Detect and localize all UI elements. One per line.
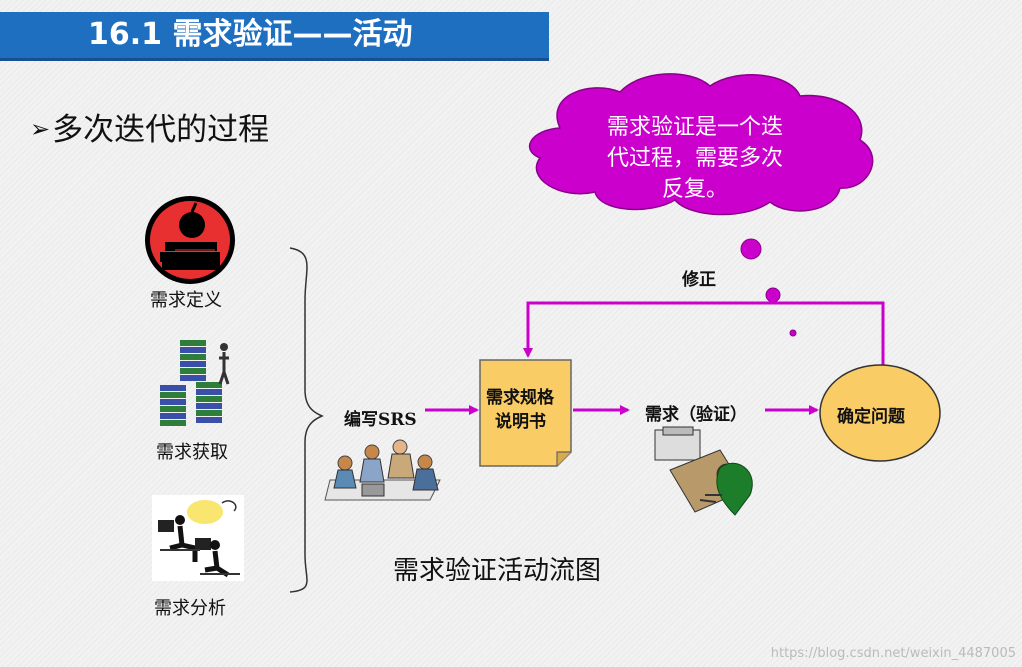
doc-label-line1: 需求规格: [486, 388, 554, 408]
problem-label: 确定问题: [837, 407, 905, 427]
feedback-arrow: [523, 301, 885, 372]
thought-cloud: [528, 73, 874, 337]
bullet-item: ➢多次迭代的过程: [30, 104, 269, 149]
curly-bracket: [289, 247, 324, 593]
cloud-text: 需求验证是一个迭 代过程，需要多次 反复。: [575, 112, 815, 205]
problem-ellipse: [819, 364, 941, 462]
book-stacks-icon: [160, 340, 230, 426]
thought-bubble-small: [789, 329, 797, 337]
title-bar: [0, 12, 549, 61]
bullet-text: 多次迭代的过程: [52, 112, 270, 148]
write-srs-label: 编写SRS: [344, 410, 417, 430]
left-item-analyze: 需求分析: [154, 598, 226, 619]
cloud-line-2: 代过程，需要多次: [606, 146, 783, 171]
diagram-caption: 需求验证活动流图: [393, 556, 602, 586]
workers-at-computers-icon: [152, 495, 244, 581]
thought-bubble-large: [740, 238, 762, 260]
feedback-label: 修正: [682, 270, 716, 290]
doc-label-line2: 说明书: [495, 412, 546, 432]
thought-bubble-medium: [765, 287, 781, 303]
verify-label: 需求（验证）: [645, 405, 747, 425]
left-item-define: 需求定义: [150, 290, 222, 311]
cloud-line-1: 需求验证是一个迭: [606, 115, 783, 140]
bullet-arrow-icon: ➢: [30, 115, 51, 143]
desk-worker-icon: [654, 426, 753, 516]
cloud-line-3: 反复。: [661, 177, 728, 202]
watermark: https://blog.csdn.net/weixin_4487005: [770, 646, 1016, 661]
team-meeting-icon: [324, 439, 441, 501]
slide-title: 16.1 需求验证——活动: [88, 17, 413, 52]
left-item-elicit: 需求获取: [156, 442, 228, 463]
apple-books-icon: [145, 196, 235, 284]
